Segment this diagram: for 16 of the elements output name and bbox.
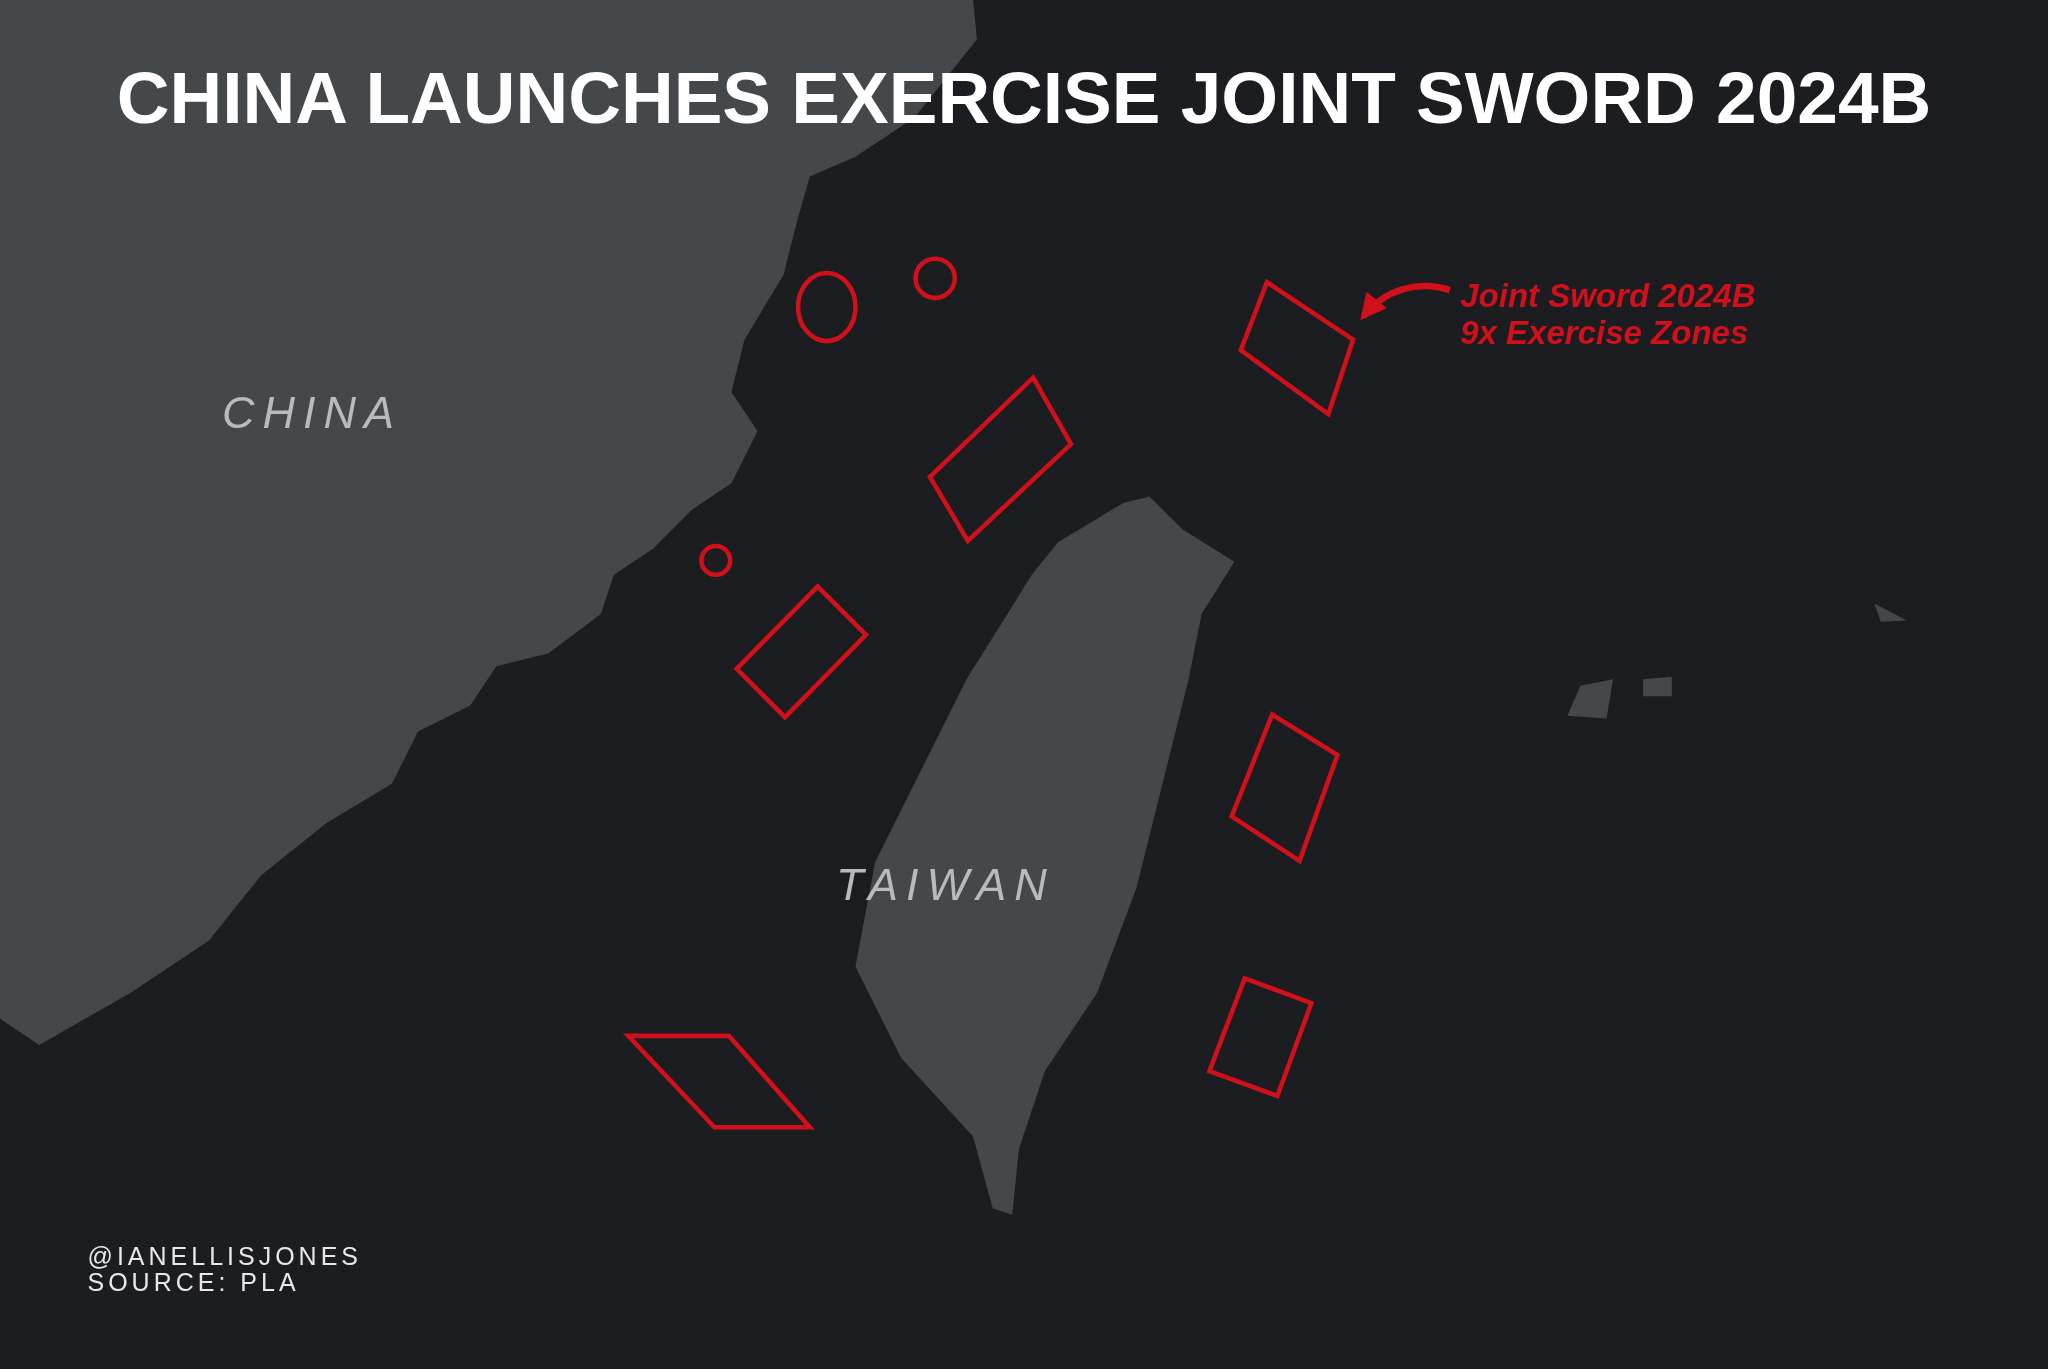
- leader-arrow: [1360, 282, 1451, 321]
- exercise-zone: [795, 270, 858, 344]
- exercise-zone: [1238, 278, 1356, 418]
- exercise-zone: [622, 1033, 815, 1130]
- exercise-zone: [699, 543, 733, 578]
- source-text: SOURCE: PLA: [87, 1268, 300, 1297]
- exercise-zone: [927, 373, 1074, 545]
- exercise-zone: [1228, 711, 1341, 865]
- exercise-zone: [913, 256, 958, 301]
- map-title: CHINA LAUNCHES EXERCISE JOINT SWORD 2024B: [115, 56, 1933, 140]
- exercise-zone: [1206, 975, 1315, 1099]
- country-label: TAIWAN: [835, 859, 1055, 912]
- credit-text: @IANELLISJONES: [87, 1242, 362, 1271]
- exercise-zone: [733, 583, 870, 721]
- callout-text: Joint Sword 2024B 9x Exercise Zones: [1460, 276, 1801, 351]
- country-label: CHINA: [222, 386, 403, 439]
